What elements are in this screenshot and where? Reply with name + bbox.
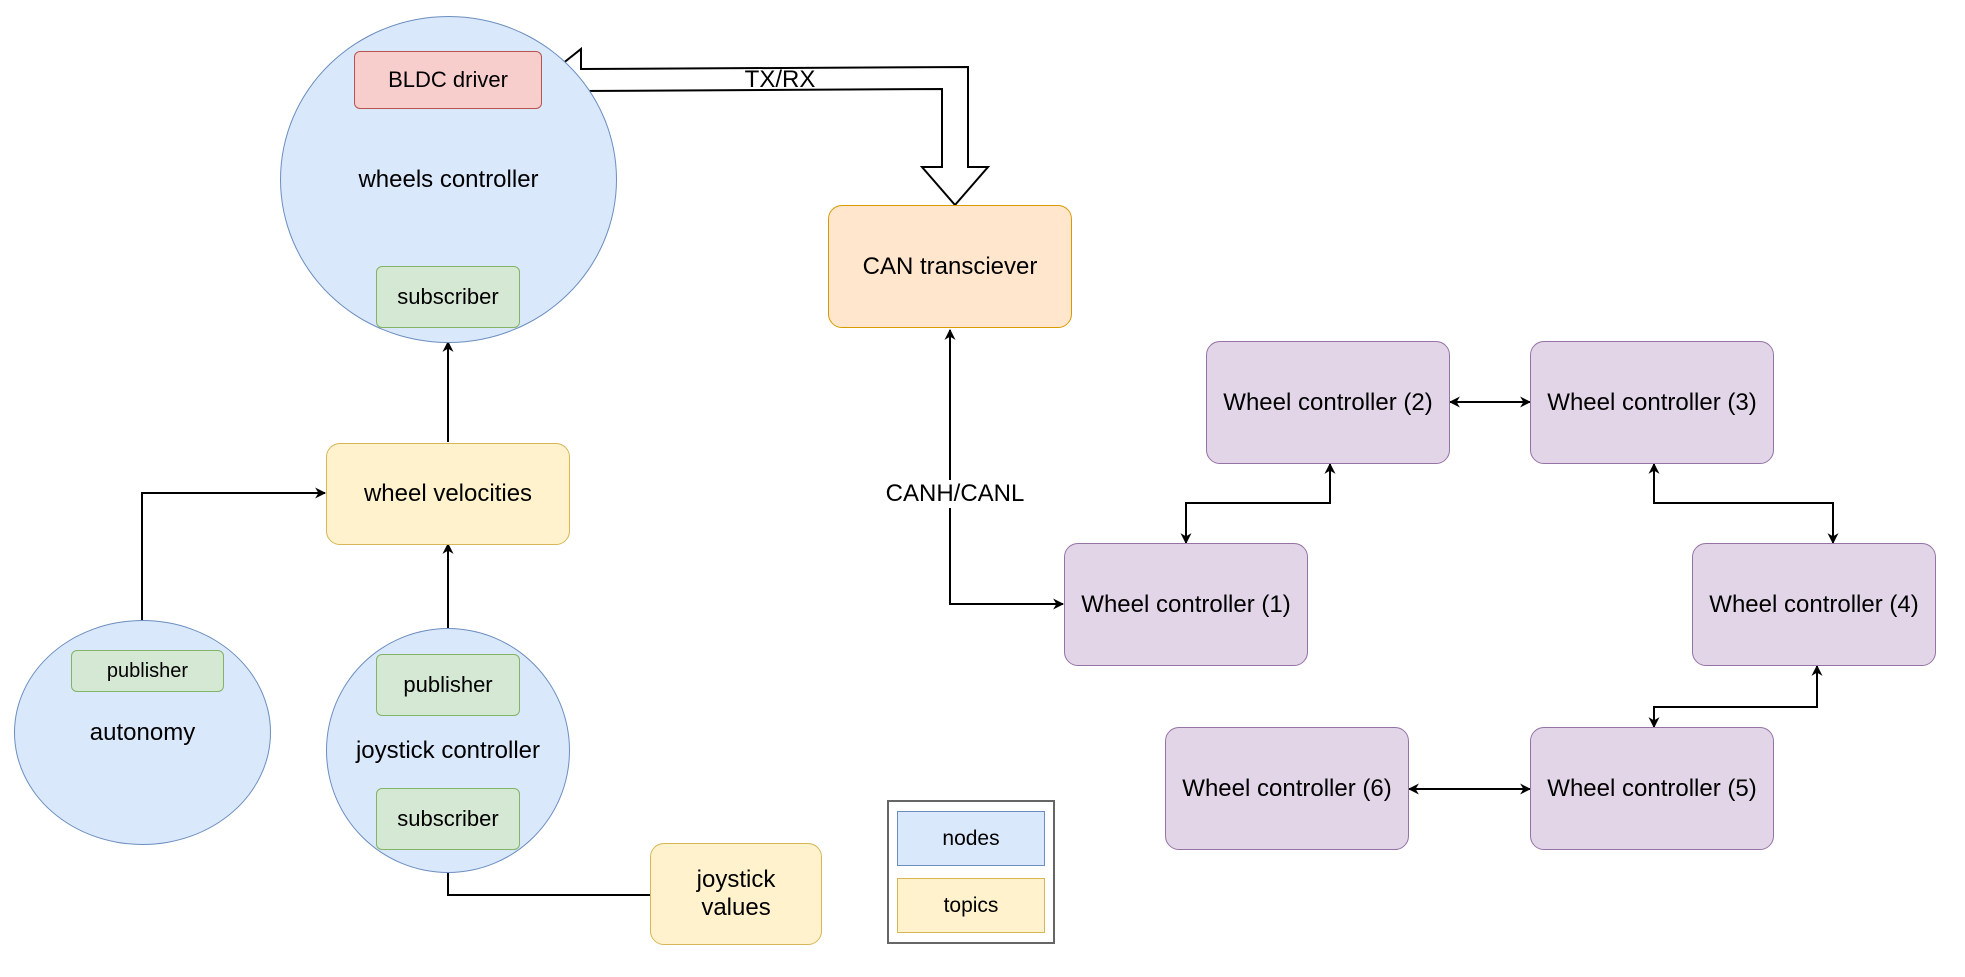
edge-autonomy-to-velocities: [141, 487, 327, 620]
wheel-controller-5: Wheel controller (5): [1530, 727, 1774, 850]
wheel-controller-4: Wheel controller (4): [1692, 543, 1936, 666]
legend-nodes: nodes: [897, 811, 1045, 866]
legend-topics: topics: [897, 878, 1045, 933]
joystick-controller-subscriber-label: subscriber: [397, 806, 499, 831]
edge-wheel-1-2: [1180, 462, 1336, 545]
autonomy-publisher-label: publisher: [106, 659, 189, 682]
wheel-controller-5-label: Wheel controller (5): [1547, 774, 1757, 802]
wheel-velocities-label: wheel velocities: [363, 480, 533, 507]
wheel-controller-2-label: Wheel controller (2): [1223, 388, 1433, 416]
legend-nodes-label: nodes: [942, 826, 1000, 850]
legend-topics-label: topics: [943, 893, 999, 917]
edge-can-bus: [944, 328, 1065, 610]
joystick-values-topic: joystick values: [650, 843, 822, 945]
wheel-controller-1-label: Wheel controller (1): [1081, 590, 1291, 618]
wheel-velocities-topic: wheel velocities: [326, 443, 570, 545]
joystick-values-line1: joystick: [696, 866, 776, 893]
joystick-values-line2: values: [701, 894, 771, 921]
bldc-driver-box: BLDC driver: [354, 51, 542, 109]
wheel-controller-1: Wheel controller (1): [1064, 543, 1308, 666]
wheel-controller-3-label: Wheel controller (3): [1547, 388, 1757, 416]
edge-wheel-3-4: [1648, 462, 1839, 545]
canh-canl-label: CANH/CANL: [880, 480, 1030, 508]
joystick-controller-subscriber: subscriber: [376, 788, 520, 850]
legend-box: [887, 800, 1055, 944]
wheel-controller-2: Wheel controller (2): [1206, 341, 1450, 464]
wheels-controller-label: wheels controller: [358, 165, 539, 193]
edge-wheel-4-5: [1648, 664, 1823, 729]
wheel-controller-6-label: Wheel controller (6): [1182, 774, 1392, 802]
wheels-controller-subscriber: subscriber: [376, 266, 520, 328]
autonomy-label: autonomy: [89, 718, 196, 746]
joystick-controller-publisher: publisher: [376, 654, 520, 716]
joystick-controller-publisher-label: publisher: [403, 672, 493, 697]
can-transceiver: CAN transciever: [828, 205, 1072, 328]
wheel-controller-4-label: Wheel controller (4): [1709, 590, 1919, 618]
wheel-controller-6: Wheel controller (6): [1165, 727, 1409, 850]
autonomy-publisher: publisher: [71, 650, 224, 692]
txrx-label: TX/RX: [744, 66, 816, 93]
can-transceiver-label: CAN transciever: [862, 252, 1038, 280]
wheel-controller-3: Wheel controller (3): [1530, 341, 1774, 464]
wheels-controller-subscriber-label: subscriber: [397, 284, 499, 309]
joystick-controller-label: joystick controller: [355, 736, 541, 764]
bldc-driver-label: BLDC driver: [388, 67, 508, 92]
